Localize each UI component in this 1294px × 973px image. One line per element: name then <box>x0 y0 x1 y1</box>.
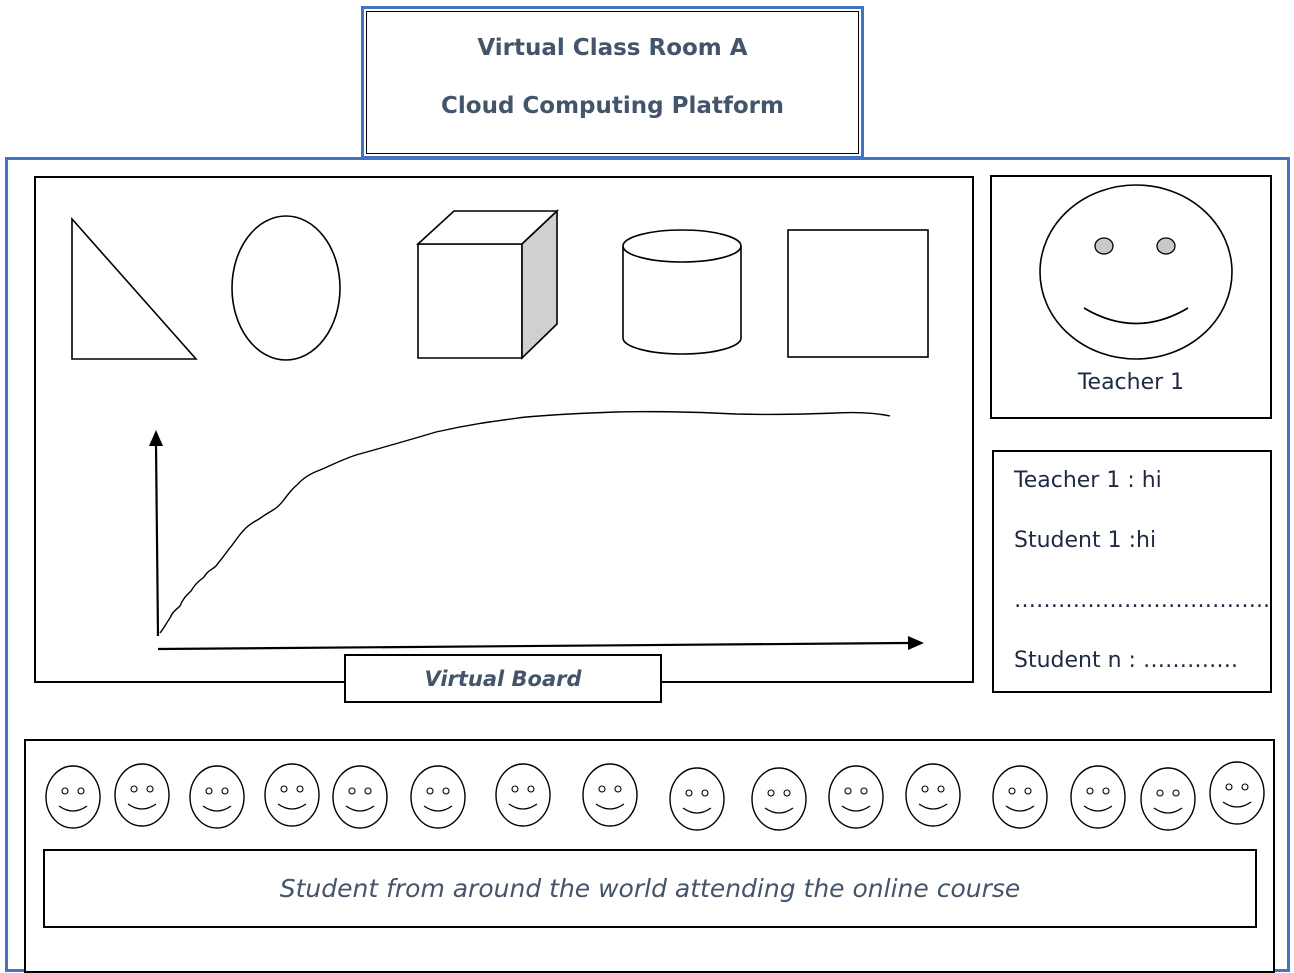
header-box: Virtual Class Room A Cloud Computing Pla… <box>361 6 864 159</box>
board-drawing <box>71 209 929 651</box>
student-smiley-face-icon <box>114 763 170 827</box>
cylinder-shape <box>622 229 742 355</box>
teacher-avatar-area <box>1039 184 1233 360</box>
x-axis <box>157 641 909 651</box>
teacher-name: Teacher 1 <box>1077 370 1185 395</box>
students-caption-box: Student from around the world attending … <box>43 849 1257 928</box>
virtual-board-label-text: Virtual Board <box>424 666 582 691</box>
student-smiley-face-icon <box>582 763 638 827</box>
y-axis-arrowhead <box>149 430 163 446</box>
teacher-panel[interactable]: Teacher 1 <box>990 175 1272 419</box>
ellipse-shape <box>231 215 341 361</box>
student-smiley-face-icon <box>1140 767 1196 831</box>
student-smiley-face-icon <box>45 765 101 829</box>
student-avatars <box>45 761 1265 831</box>
student-smiley-face-icon <box>264 763 320 827</box>
triangle-shape <box>71 216 198 360</box>
student-smiley-face-icon <box>992 765 1048 829</box>
page-subtitle: Cloud Computing Platform <box>441 93 784 119</box>
virtual-board-label: Virtual Board <box>344 654 662 703</box>
y-axis <box>154 443 160 637</box>
student-smiley-face-icon <box>669 767 725 831</box>
square-shape <box>787 229 929 358</box>
x-axis-arrowhead <box>908 636 924 650</box>
student-smiley-face-icon <box>332 765 388 829</box>
virtual-board[interactable] <box>34 176 974 683</box>
hand-drawn-curve <box>159 410 891 634</box>
chat-panel[interactable]: Teacher 1 : hi Student 1 :hi ……………………………… <box>992 450 1272 693</box>
students-caption-text: Student from around the world attending … <box>279 874 1021 903</box>
smiley-face-icon <box>1039 184 1233 360</box>
chat-line-4: Student n : …………. <box>1014 648 1238 673</box>
student-smiley-face-icon <box>751 767 807 831</box>
header-inner-frame <box>366 11 859 154</box>
student-smiley-face-icon <box>905 763 961 827</box>
chat-line-3: …………………………….. <box>1014 588 1270 613</box>
student-smiley-face-icon <box>495 763 551 827</box>
student-smiley-face-icon <box>1070 765 1126 829</box>
cube-shape <box>415 209 560 360</box>
students-panel: Student from around the world attending … <box>24 739 1275 973</box>
chat-line-2: Student 1 :hi <box>1014 528 1157 553</box>
student-smiley-face-icon <box>1209 761 1265 825</box>
student-smiley-face-icon <box>828 765 884 829</box>
student-smiley-face-icon <box>189 765 245 829</box>
page-title: Virtual Class Room A <box>477 35 748 61</box>
chat-line-1: Teacher 1 : hi <box>1014 468 1162 493</box>
student-smiley-face-icon <box>410 765 466 829</box>
